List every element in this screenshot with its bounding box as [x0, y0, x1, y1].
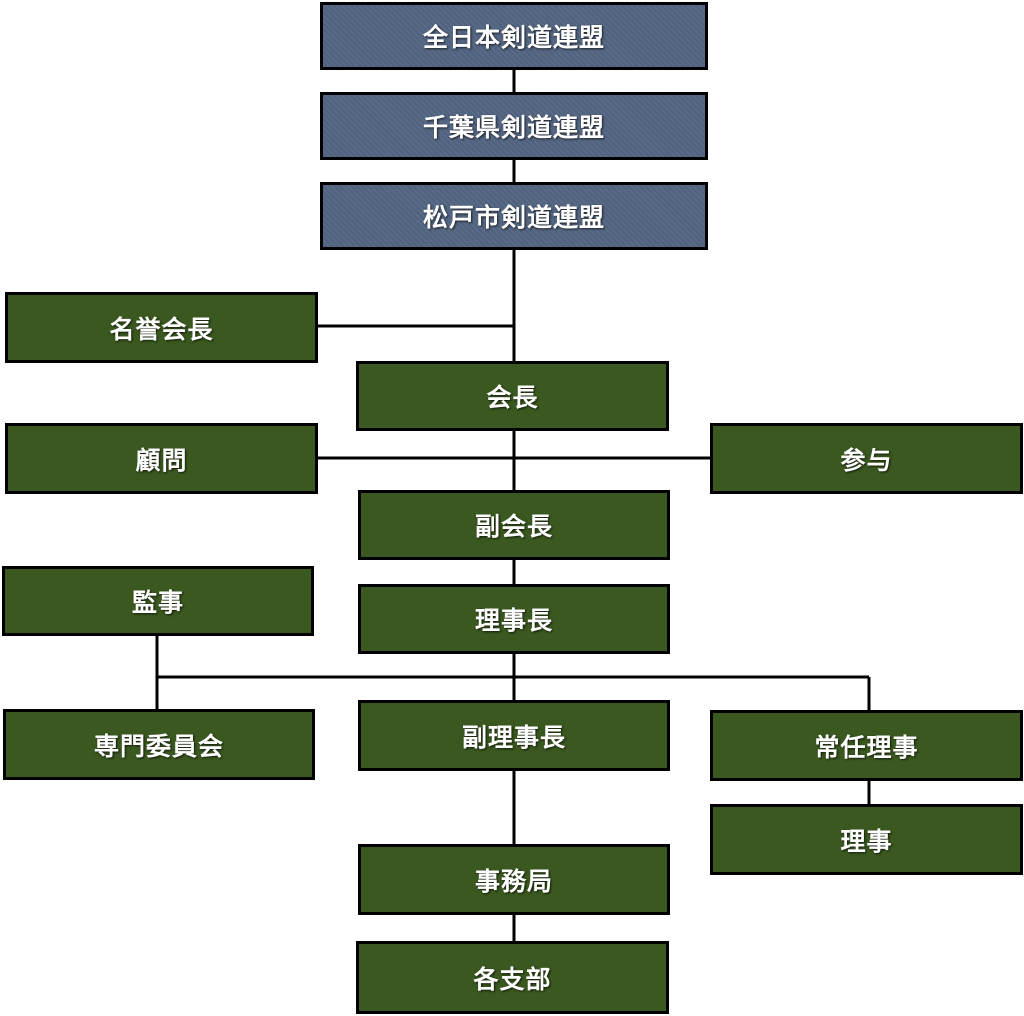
node-matsudo-kendo-federation: 松戸市剣道連盟 — [320, 182, 708, 250]
node-label: 名誉会長 — [109, 314, 214, 344]
node-label: 理事長 — [474, 606, 553, 635]
node-label: 副会長 — [474, 512, 553, 541]
node-counselor: 参与 — [710, 423, 1023, 494]
node-label: 全日本剣道連盟 — [422, 23, 605, 52]
node-advisor: 顧問 — [5, 423, 318, 494]
node-president: 会長 — [356, 361, 669, 431]
node-label: 副理事長 — [461, 722, 566, 752]
node-label: 参与 — [840, 445, 893, 475]
node-label: 各支部 — [473, 964, 552, 994]
node-chiba-kendo-federation: 千葉県剣道連盟 — [320, 92, 708, 160]
node-label: 専門委員会 — [93, 731, 224, 761]
node-executive-director: 常任理事 — [710, 710, 1023, 781]
node-label: 千葉県剣道連盟 — [422, 113, 605, 142]
node-label: 事務局 — [474, 866, 553, 896]
node-director: 理事 — [710, 804, 1023, 875]
node-label: 理事 — [840, 826, 893, 856]
node-auditor: 監事 — [2, 566, 314, 636]
node-label: 常任理事 — [814, 732, 919, 762]
node-honorary-president: 名誉会長 — [5, 292, 318, 363]
node-branches: 各支部 — [356, 941, 669, 1014]
node-label: 松戸市剣道連盟 — [422, 203, 605, 232]
node-vice-president: 副会長 — [358, 490, 670, 560]
node-vice-chairman: 副理事長 — [358, 700, 670, 771]
node-specialist-committee: 専門委員会 — [3, 709, 315, 780]
node-all-japan-kendo-federation: 全日本剣道連盟 — [320, 2, 708, 70]
node-label: 監事 — [131, 588, 184, 617]
node-secretariat: 事務局 — [358, 844, 670, 915]
node-label: 会長 — [486, 383, 539, 412]
node-chairman: 理事長 — [358, 584, 670, 654]
node-label: 顧問 — [135, 445, 188, 475]
